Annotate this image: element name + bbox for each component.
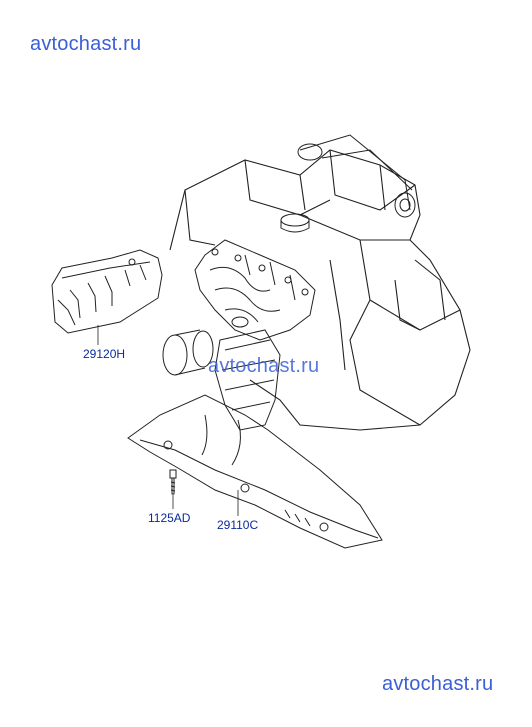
engine-block [169,149,471,431]
oil-filter [162,329,214,376]
cam-housing [297,134,416,218]
exhaust-manifold [194,239,316,341]
catalytic-converter [214,316,281,431]
part-label-bolt[interactable]: 1125AD [148,511,191,525]
watermark-top: avtochast.ru [30,33,142,55]
part-label-heat-shield-lower[interactable]: 29110C [217,518,259,532]
part-label-heat-shield-upper[interactable]: 29120H [83,347,126,361]
watermark-bottom: avtochast.ru [382,673,494,695]
heat-shield-lower-part [127,394,383,549]
heat-shield-upper-part [51,249,163,334]
bolt-part [169,469,177,495]
watermark-center: avtochast.ru [208,355,320,377]
oil-filler-cap [280,213,310,233]
